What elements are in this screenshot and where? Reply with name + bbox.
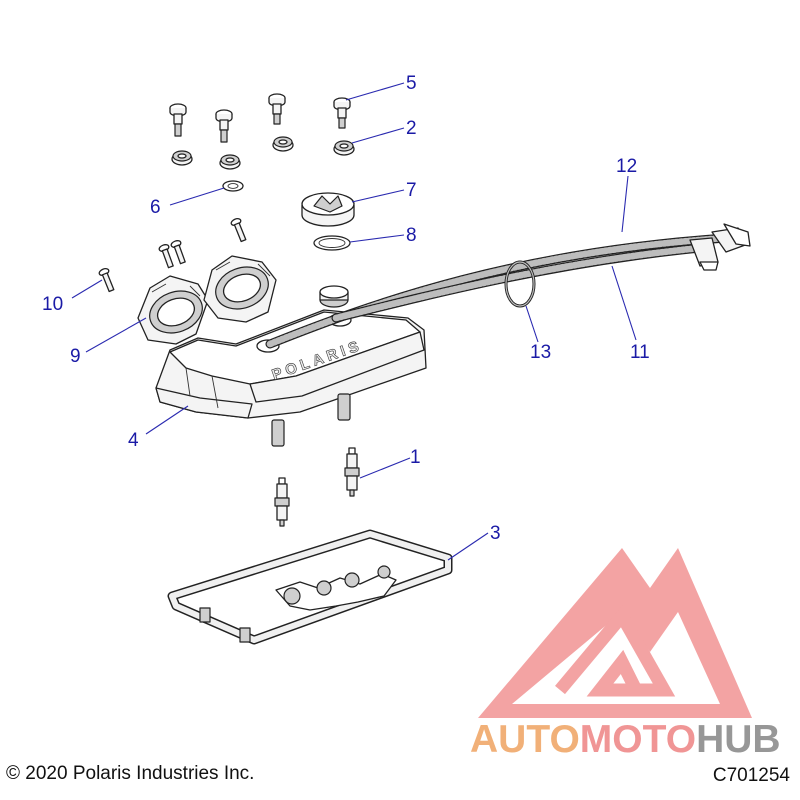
leader-9	[85, 317, 147, 353]
leader-lines	[71, 82, 637, 561]
bolt-3	[268, 93, 286, 125]
watermark-logo: AUTOMOTOHUB	[470, 548, 781, 761]
spark-plug-left	[274, 477, 290, 527]
watermark-triangle-icon	[478, 548, 752, 718]
leader-4	[145, 405, 189, 435]
bolt-2	[215, 109, 233, 143]
watermark-text: AUTOMOTOHUB	[470, 718, 781, 761]
leader-5	[345, 82, 405, 101]
spark-plug-right	[344, 447, 360, 497]
ignition-wire-11	[331, 237, 719, 323]
callout-12: 12	[616, 156, 637, 177]
leader-7	[351, 189, 405, 203]
intake-boot-left	[137, 275, 209, 345]
watermark-spiral-icon	[555, 604, 676, 697]
bolt-1	[169, 103, 187, 137]
copyright-notice: © 2020 Polaris Industries Inc.	[6, 763, 255, 784]
catalog-code: C701254	[712, 765, 790, 786]
leader-10	[71, 279, 103, 299]
leader-1	[359, 457, 411, 479]
valve-cover-gasket	[167, 529, 453, 645]
callout-5: 5	[406, 73, 417, 94]
bolt-4	[333, 97, 351, 129]
callout-11: 11	[630, 342, 650, 363]
callout-7: 7	[406, 180, 417, 201]
wire-clip	[504, 260, 536, 308]
callout-9: 9	[70, 346, 81, 367]
o-ring	[313, 235, 351, 251]
bolt-set	[169, 93, 351, 143]
leader-13	[525, 305, 539, 343]
callout-4: 4	[128, 430, 139, 451]
callout-2: 2	[406, 118, 417, 139]
washer	[222, 180, 244, 192]
intake-screws	[98, 217, 247, 293]
bolt-10	[98, 267, 115, 293]
valve-cover: POLARIS	[155, 285, 427, 447]
leader-6	[169, 187, 225, 206]
watermark-text-auto: AUTO	[470, 718, 580, 761]
callout-6: 6	[150, 197, 161, 218]
callout-numbers: 5 2 6 7 8 10 9 4 1 3 12 11 13	[42, 73, 650, 544]
leader-3	[447, 532, 489, 561]
callout-13: 13	[530, 342, 551, 363]
grommet-set	[171, 136, 355, 170]
callout-1: 1	[410, 447, 421, 468]
callout-10: 10	[42, 294, 63, 315]
leader-8	[349, 234, 405, 243]
oil-filler-cap	[301, 192, 355, 227]
leader-2	[351, 127, 405, 144]
leader-11	[611, 265, 637, 341]
ignition-wire-12	[265, 223, 751, 349]
callout-3: 3	[490, 523, 501, 544]
leader-12	[621, 175, 629, 233]
watermark-text-moto: MOTO	[580, 718, 696, 761]
watermark-text-hub: HUB	[696, 718, 781, 761]
callout-8: 8	[406, 225, 417, 246]
intake-boot-right	[203, 255, 277, 323]
